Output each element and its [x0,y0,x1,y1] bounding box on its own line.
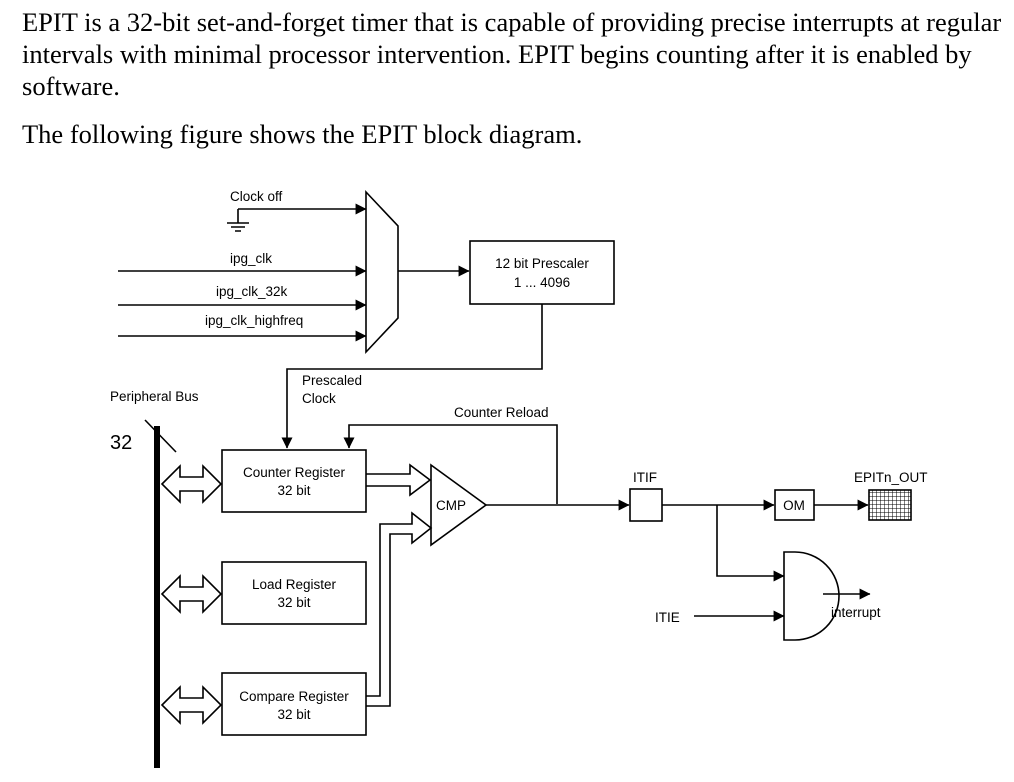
prescaled-clock-label-2: Clock [302,391,336,406]
bus-width-label: 32 [110,432,132,454]
and-gate [783,551,840,641]
ipg-clk-highfreq-input: ipg_clk_highfreq [118,313,367,342]
prescaler-box [469,240,615,305]
cmp-label: CMP [436,498,466,513]
counter-reload-line [343,424,558,504]
counter-to-cmp-arrow [366,463,432,497]
compare-to-cmp-arrow [366,511,433,707]
ground-symbol [227,209,249,232]
prescaler-range: 1 ... 4096 [514,275,570,290]
ipg-clk-highfreq-label: ipg_clk_highfreq [205,313,303,328]
load-register-box [221,561,367,625]
compare-bus-arrow [160,685,223,725]
clock-off-label: Clock off [230,189,283,204]
cmp-comparator [430,463,488,547]
om-label: OM [783,498,805,513]
counter-reload-label: Counter Reload [454,405,549,420]
ipg-clk-32k-label: ipg_clk_32k [216,284,288,299]
prescaled-clock-label-1: Prescaled [302,373,362,388]
itif-label: ITIF [633,470,657,485]
itie-label: ITIE [655,610,680,625]
peripheral-bus-label: Peripheral Bus [110,389,199,404]
itif-flag-box [629,488,663,522]
counter-register-width: 32 bit [277,483,310,498]
counter-register-box [221,449,367,513]
load-bus-arrow [160,574,223,614]
clock-mux [365,189,399,355]
ipg-clk-label: ipg_clk [230,251,272,266]
compare-register-box [221,672,367,736]
interrupt-label: interrupt [831,605,881,620]
figure-intro-paragraph: The following figure shows the EPIT bloc… [22,119,583,149]
load-register-label: Load Register [252,577,337,592]
peripheral-bus [154,426,160,768]
ipg-clk-input: ipg_clk [118,251,367,277]
epitn-out-label: EPITn_OUT [854,470,928,485]
bus-width-slash [144,419,177,453]
compare-register-width: 32 bit [277,707,310,722]
compare-register-label: Compare Register [239,689,349,704]
intro-paragraph: EPIT is a 32-bit set-and-forget timer th… [22,7,1002,101]
load-register-width: 32 bit [277,595,310,610]
epitn-out-pin [868,489,912,521]
ipg-clk-32k-input: ipg_clk_32k [118,284,367,311]
prescaled-clock-line [281,304,543,449]
prescaler-label: 12 bit Prescaler [495,256,589,271]
clock-off-input: Clock off [227,189,367,232]
counter-bus-arrow [160,464,223,504]
counter-register-label: Counter Register [243,465,346,480]
